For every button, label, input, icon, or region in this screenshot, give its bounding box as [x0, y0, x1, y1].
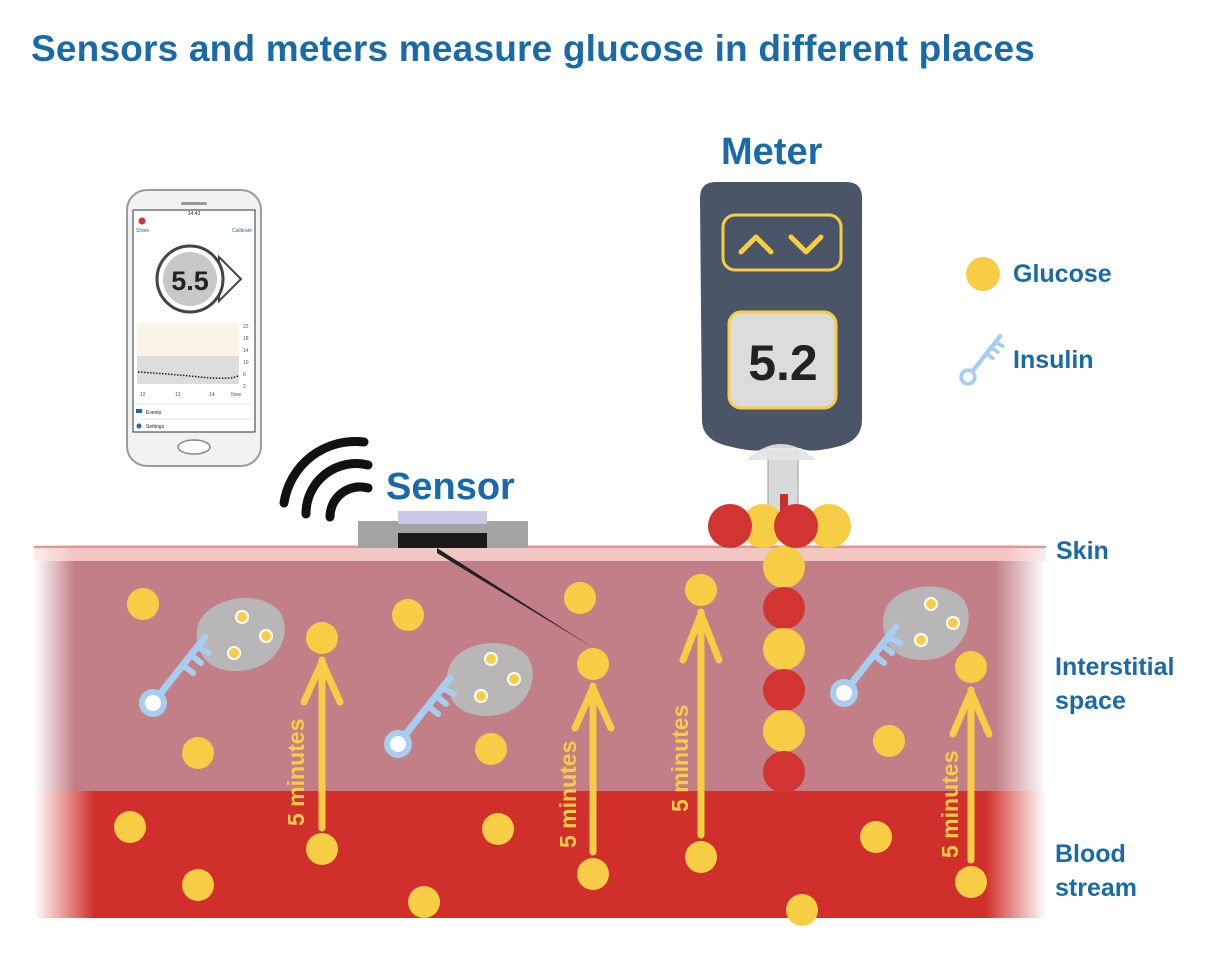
phone-calibrate: Calibrate	[232, 228, 252, 234]
delay-label: 5 minutes	[283, 719, 309, 826]
phone-x-tick: 12	[140, 392, 146, 398]
interstitial-label-line1: Interstitial	[1055, 653, 1175, 681]
glucose-molecules-blood	[114, 811, 892, 926]
legend-glucose-label: Glucose	[1013, 260, 1112, 288]
insulin-icon	[961, 336, 1003, 384]
phone-x-tick: 14	[209, 392, 215, 398]
interstitial-label-line2: space	[1055, 687, 1126, 715]
cell-icon	[196, 598, 285, 672]
phone-y-tick: 18	[243, 336, 249, 342]
cell-icon	[446, 643, 533, 716]
meter-screen	[727, 310, 838, 410]
cell-icon	[883, 586, 969, 660]
phone-y-tick: 10	[243, 360, 249, 366]
diffusion-arrow	[949, 651, 993, 898]
phone: 14:43 Share Calibrate 5.5 22 18 14 10 6 …	[126, 189, 262, 467]
glucose-meter: 5.2	[700, 182, 862, 460]
diffusion-arrow	[300, 622, 344, 865]
meter-button-panel	[721, 213, 843, 272]
phone-y-tick: 22	[243, 324, 249, 330]
phone-menu-events: Events	[146, 410, 162, 416]
phone-y-tick: 14	[243, 348, 249, 354]
phone-y-tick: 2	[243, 384, 246, 390]
page-title: Sensors and meters measure glucose in di…	[31, 28, 1036, 69]
delay-label: 5 minutes	[667, 705, 693, 812]
blood-label: Blood stream	[1055, 837, 1137, 905]
arrow-down-icon	[788, 234, 824, 255]
sensor-label: Sensor	[386, 466, 515, 508]
interstitial-label: Interstitial space	[1055, 650, 1174, 718]
blood-label-line1: Blood	[1055, 840, 1126, 868]
phone-reading: 5.5	[171, 266, 209, 296]
phone-clock: 14:43	[188, 211, 201, 217]
glucose-molecules-interstitial	[127, 582, 905, 769]
phone-x-tick: 13	[175, 392, 181, 398]
blood-layer	[34, 791, 1046, 918]
cgm-sensor	[358, 511, 592, 647]
phone-share: Share	[136, 228, 150, 234]
wireless-signal-icon	[279, 436, 373, 522]
meter-reading: 5.2	[748, 335, 818, 391]
delay-label: 5 minutes	[937, 751, 963, 858]
glucose-icon	[966, 257, 1000, 291]
phone-menu-settings: Settings	[146, 424, 165, 430]
diffusion-arrow	[679, 574, 723, 873]
delay-label: 5 minutes	[555, 741, 581, 848]
legend-insulin-label: Insulin	[1013, 346, 1094, 374]
skin-label: Skin	[1056, 537, 1109, 565]
phone-y-axis: 22 18 14 10 6 2	[243, 324, 249, 390]
meter-label: Meter	[721, 131, 823, 173]
phone-x-axis: 12 13 14 Now	[140, 392, 241, 398]
phone-y-tick: 6	[243, 372, 246, 378]
blood-drop	[708, 504, 851, 548]
blood-drop-column	[763, 546, 805, 793]
arrow-up-icon	[738, 234, 774, 255]
diffusion-arrow	[571, 648, 615, 890]
phone-x-tick: Now	[231, 392, 241, 398]
blood-label-line2: stream	[1055, 874, 1137, 902]
